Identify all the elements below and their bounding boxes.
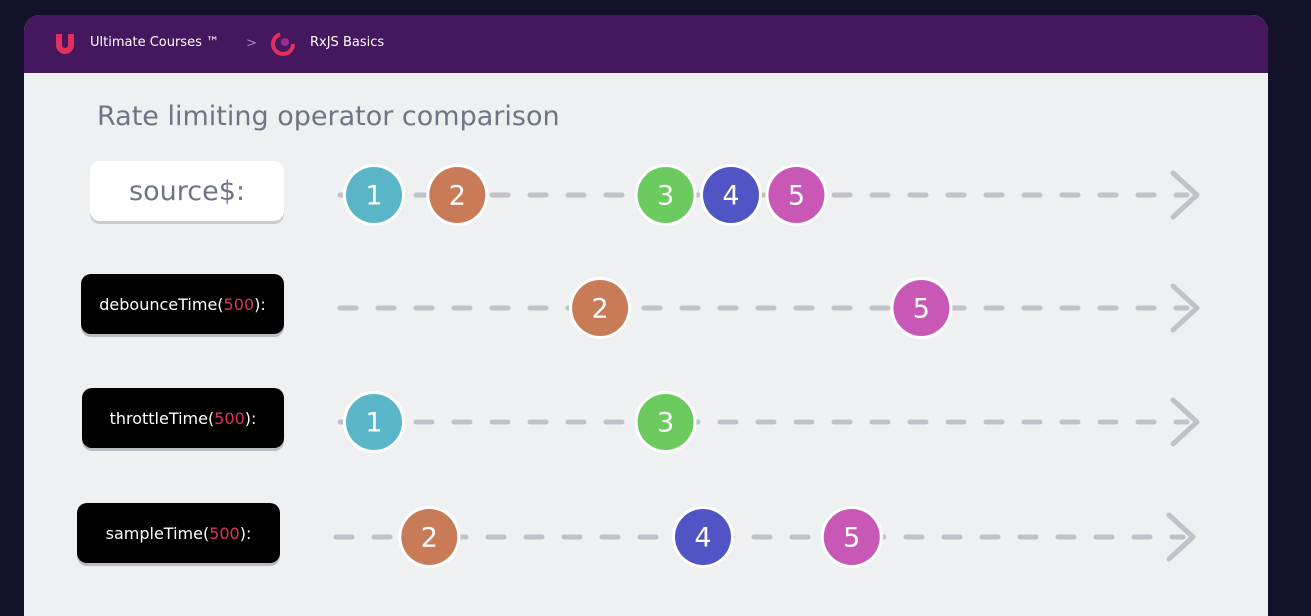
timeline-sample: 2 4 5 xyxy=(333,506,1196,568)
marble-4: 4 xyxy=(672,506,734,568)
throttle-label-suffix: ): xyxy=(244,408,257,428)
marble-fill xyxy=(703,167,759,223)
slide-frame: Ultimate Courses ™ > RxJS Basics Rate li… xyxy=(24,15,1268,616)
sample-label-suffix: ): xyxy=(239,523,252,543)
marble-4: 4 xyxy=(700,164,762,226)
chevron-right-icon: > xyxy=(246,36,257,51)
marble-value: 5 xyxy=(843,523,860,554)
breadcrumb-site-link[interactable]: Ultimate Courses ™ xyxy=(90,35,219,50)
timeline-arrow-icon xyxy=(1170,283,1200,333)
marble-1: 1 xyxy=(343,391,405,453)
slide-title: Rate limiting operator comparison xyxy=(97,101,560,132)
debounce-label-suffix: ): xyxy=(254,294,266,314)
marble-2: 2 xyxy=(569,277,632,339)
debounce-label-arg: 500 xyxy=(223,294,255,314)
marble-fill xyxy=(429,167,486,223)
debounce-label: debounceTime(500): xyxy=(81,274,284,334)
rxjs-logo-icon xyxy=(271,32,295,56)
marble-5: 5 xyxy=(765,164,828,226)
marble-2: 2 xyxy=(426,164,489,226)
marble-fill xyxy=(572,280,629,336)
marble-5: 5 xyxy=(820,506,883,568)
marble-value: 2 xyxy=(421,523,438,554)
marble-value: 1 xyxy=(365,408,382,439)
marble-fill xyxy=(346,394,402,450)
marble-fill xyxy=(893,280,950,336)
throttle-label-prefix: throttleTime( xyxy=(109,408,215,428)
marble-1: 1 xyxy=(343,164,405,226)
throttle-label-arg: 500 xyxy=(214,408,245,428)
timeline-arrow-icon xyxy=(1170,170,1200,220)
sample-label-arg: 500 xyxy=(209,523,240,543)
marble-value: 3 xyxy=(657,181,674,212)
marble-value: 3 xyxy=(657,408,674,439)
marble-fill xyxy=(768,167,825,223)
sample-label-prefix: sampleTime( xyxy=(105,523,210,543)
marble-fill xyxy=(823,509,880,565)
marble-value: 5 xyxy=(913,294,930,325)
marble-value: 1 xyxy=(365,181,382,212)
marble-value: 5 xyxy=(788,181,805,212)
course-header-bar: Ultimate Courses ™ > RxJS Basics xyxy=(24,15,1268,73)
timeline-arrow-icon xyxy=(1170,397,1200,447)
marble-value: 4 xyxy=(722,181,739,212)
marble-fill xyxy=(401,509,458,565)
marble-3: 3 xyxy=(634,164,697,226)
marble-3: 3 xyxy=(634,391,697,453)
marble-fill xyxy=(637,167,694,223)
marble-fill xyxy=(346,167,402,223)
marble-fill xyxy=(637,394,694,450)
source-label: source$: xyxy=(90,161,284,221)
marble-fill xyxy=(675,509,731,565)
timeline-source: 1 2 3 4 5 xyxy=(337,164,1200,226)
sample-label: sampleTime(500): xyxy=(77,503,280,563)
ultimate-courses-logo-icon[interactable] xyxy=(54,32,76,56)
breadcrumb-course-link[interactable]: RxJS Basics xyxy=(310,35,385,50)
debounce-label-prefix: debounceTime( xyxy=(99,294,224,314)
marble-value: 4 xyxy=(694,523,711,554)
timeline-arrow-icon xyxy=(1166,512,1196,562)
marble-2: 2 xyxy=(398,506,461,568)
source-label-text: source$: xyxy=(129,175,245,207)
marble-5: 5 xyxy=(890,277,953,339)
marble-value: 2 xyxy=(592,294,609,325)
marble-value: 2 xyxy=(449,181,466,212)
throttle-label: throttleTime(500): xyxy=(82,388,284,448)
